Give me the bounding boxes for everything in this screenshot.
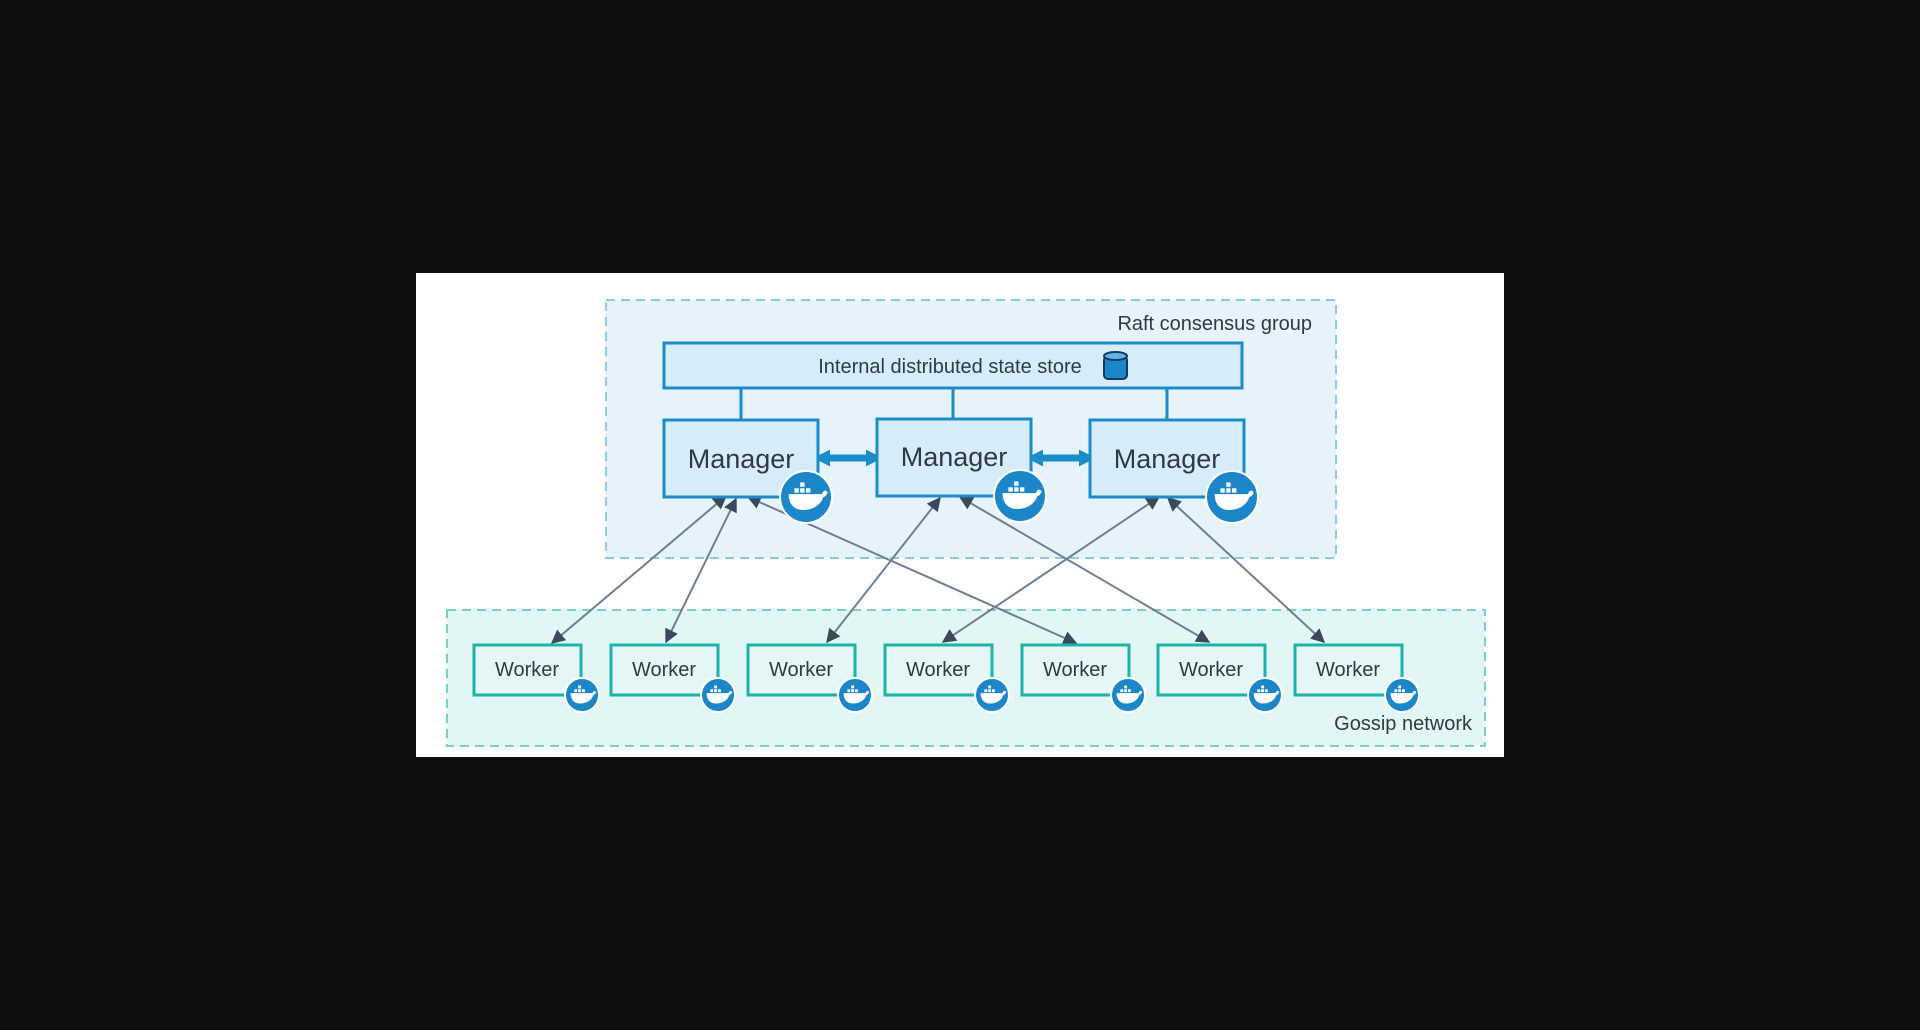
manager-label: Manager (1114, 444, 1221, 474)
docker-whale-icon (974, 677, 1010, 713)
diagram-image: Raft consensus group Gossip network Inte… (416, 273, 1504, 757)
manager-node: Manager (662, 418, 833, 524)
docker-whale-icon (1205, 470, 1259, 524)
docker-whale-icon (993, 469, 1047, 523)
state-store: Internal distributed state store (662, 341, 1244, 390)
manager-node: Manager (875, 417, 1047, 523)
raft-group-label: Raft consensus group (1117, 313, 1312, 335)
manager-node: Manager (1088, 418, 1259, 524)
link-m1-w2 (665, 497, 737, 644)
architecture-diagram: Raft consensus group Gossip network Inte… (446, 299, 1486, 747)
worker-node: Worker (472, 643, 600, 713)
docker-whale-icon (779, 470, 833, 524)
link-m3-w7 (1166, 497, 1326, 643)
docker-whale-icon (564, 677, 600, 713)
docker-whale-icon (700, 677, 736, 713)
worker-label: Worker (1043, 659, 1107, 681)
state-store-label: Internal distributed state store (818, 356, 1081, 378)
manager-label: Manager (688, 444, 795, 474)
docker-whale-icon (1384, 677, 1420, 713)
worker-label: Worker (1316, 659, 1380, 681)
worker-node: Worker (746, 643, 873, 713)
worker-label: Worker (1179, 659, 1243, 681)
worker-node: Worker (1020, 643, 1146, 713)
link-m2-w3 (826, 496, 941, 644)
docker-whale-icon (1247, 677, 1283, 713)
worker-label: Worker (632, 659, 696, 681)
worker-node: Worker (1293, 643, 1420, 713)
worker-node: Worker (609, 643, 736, 713)
gossip-network-label: Gossip network (1334, 713, 1473, 735)
worker-label: Worker (906, 659, 970, 681)
worker-label: Worker (769, 659, 833, 681)
manager-worker-links (550, 495, 1326, 645)
link-m3-w4 (941, 496, 1161, 643)
database-icon (1103, 351, 1128, 380)
worker-node: Worker (883, 643, 1010, 713)
manager-label: Manager (901, 442, 1008, 472)
docker-whale-icon (837, 677, 873, 713)
worker-label: Worker (495, 659, 559, 681)
docker-whale-icon (1110, 677, 1146, 713)
worker-node: Worker (1156, 643, 1283, 713)
